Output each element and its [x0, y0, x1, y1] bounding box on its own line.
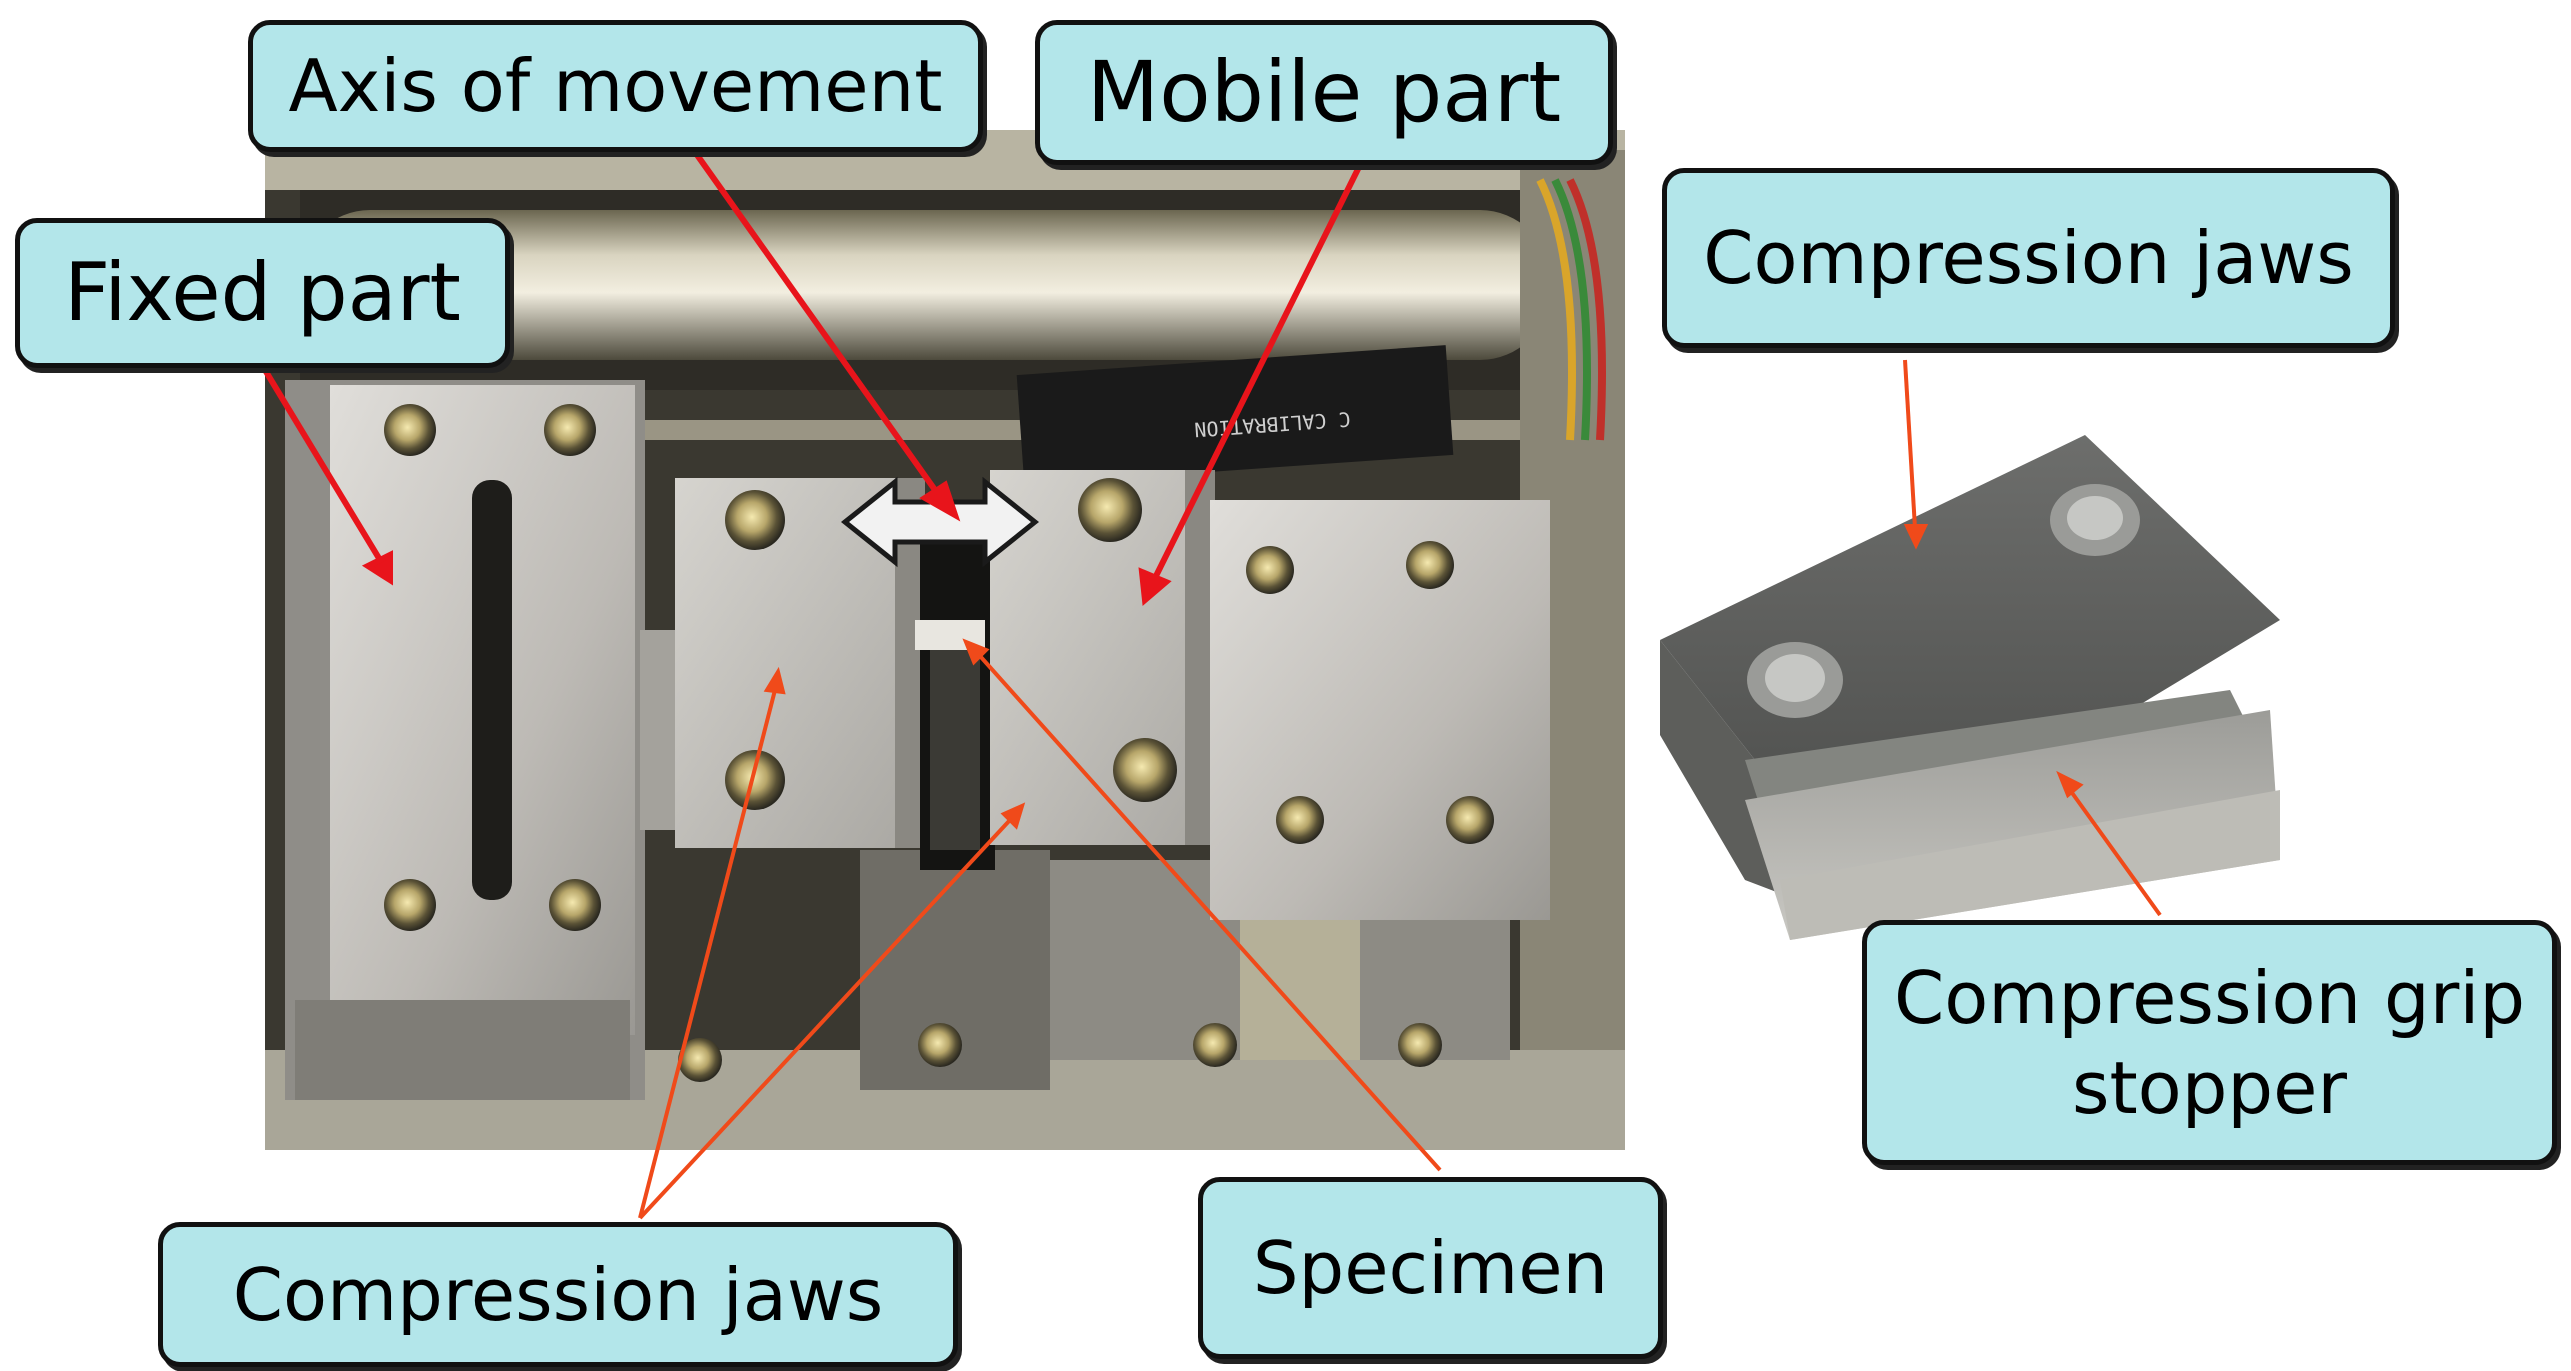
mobile-part-label: Mobile part	[1035, 20, 1613, 165]
compression-grip-stopper-label: Compression grip stopper	[1862, 920, 2557, 1165]
jaws-bottom-arrowhead-a	[763, 666, 786, 695]
axis-of-movement-text: Axis of movement	[288, 44, 943, 128]
jaws-right-leader	[1903, 359, 1917, 529]
mobile-jaw-block	[678, 470, 1550, 1082]
compression-jaws-right-text: Compression jaws	[1703, 216, 2354, 300]
axis-leader	[687, 143, 943, 499]
specimen	[915, 530, 995, 870]
specimen-text: Specimen	[1252, 1226, 1609, 1310]
specimen-arrowhead	[962, 638, 990, 666]
mobile-leader	[1152, 163, 1363, 580]
compression-jaws-bottom-text: Compression jaws	[232, 1252, 884, 1337]
movement-double-arrow	[840, 476, 1040, 568]
axis-arrowhead	[919, 480, 961, 522]
axis-of-movement-label: Axis of movement	[248, 20, 983, 152]
specimen-label: Specimen	[1198, 1177, 1663, 1359]
compression-jaws-right-label: Compression jaws	[1662, 168, 2395, 348]
jaws-bottom-leader-a	[638, 689, 777, 1219]
mobile-part-text: Mobile part	[1086, 43, 1562, 141]
fixed-part-label: Fixed part	[15, 218, 510, 368]
jaws-bottom-leader-b	[638, 818, 1012, 1220]
specimen-leader	[978, 654, 1442, 1172]
leader-lines	[262, 143, 2162, 1220]
compression-grip-stopper-text: Compression grip stopper	[1893, 955, 2526, 1130]
jaws-bottom-arrowhead-b	[1000, 802, 1026, 830]
jaws-right-arrowhead	[1903, 524, 1929, 550]
stopper-arrowhead	[2056, 770, 2084, 799]
fixed-leader	[262, 368, 383, 562]
stopper-leader	[2068, 788, 2162, 917]
fixed-part-text: Fixed part	[64, 246, 461, 339]
compression-jaws-bottom-label: Compression jaws	[158, 1222, 958, 1367]
compression-jaw-photo	[1660, 435, 2280, 940]
mobile-arrowhead	[1138, 567, 1172, 606]
fixed-arrowhead	[361, 550, 393, 586]
